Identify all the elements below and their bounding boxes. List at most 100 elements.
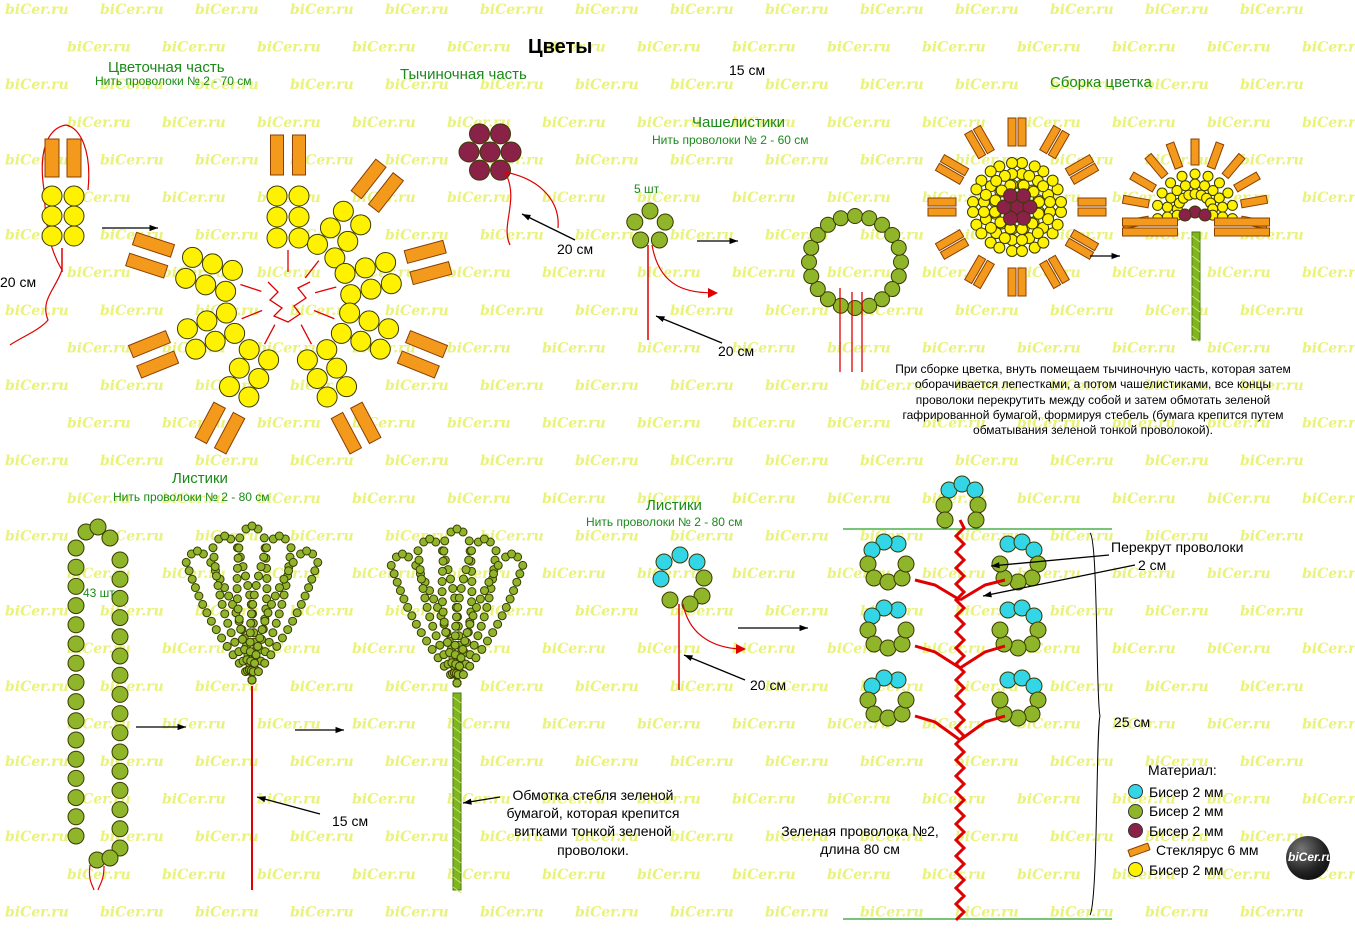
green-bead — [456, 584, 466, 593]
watermark-text: biCer.ru — [5, 453, 69, 469]
green-bead — [101, 529, 119, 547]
green-bead — [67, 808, 85, 826]
cyan-bead — [1025, 677, 1043, 695]
watermark-text: biCer.ru — [257, 716, 321, 732]
bugle-body — [1214, 217, 1270, 227]
watermark-text: biCer.ru — [922, 716, 986, 732]
watermark-text: biCer.ru — [1207, 340, 1271, 356]
watermark-text: biCer.ru — [827, 340, 891, 356]
green-bead — [67, 731, 85, 749]
yellow-bead — [175, 267, 197, 289]
green-bead — [198, 599, 208, 609]
watermark-text: biCer.ru — [162, 867, 226, 883]
green-bead — [211, 571, 221, 581]
arrow-head — [708, 288, 718, 298]
twist-length: 2 см — [1138, 557, 1167, 573]
watermark-text: biCer.ru — [922, 340, 986, 356]
green-bead — [292, 608, 302, 618]
stem-wrap — [452, 776, 462, 784]
watermark-text: biCer.ru — [765, 528, 829, 544]
green-bead — [884, 281, 901, 298]
watermark-text: biCer.ru — [1302, 40, 1355, 56]
yellow-bead — [324, 247, 346, 269]
watermark-text: biCer.ru — [575, 77, 639, 93]
leaves2-wire-note: Нить проволоки № 2 - 80 см — [586, 515, 743, 529]
leaf-wire — [88, 864, 95, 891]
yellow-bead — [1044, 196, 1056, 208]
petal-wire — [65, 124, 90, 191]
yellow-bead — [967, 206, 979, 218]
green-bead — [466, 546, 476, 556]
green-bead — [509, 586, 519, 596]
green-bead — [386, 560, 396, 570]
green-bead — [479, 534, 489, 544]
green-bead — [247, 609, 257, 619]
purple-bead — [490, 159, 511, 181]
bugle-body — [1122, 227, 1178, 237]
green-bead — [455, 661, 465, 671]
leaves2-wire-length: 20 см — [750, 677, 787, 693]
green-bead — [460, 636, 470, 646]
watermark-text: biCer.ru — [542, 40, 606, 56]
watermark-text: biCer.ru — [1207, 491, 1271, 507]
green-bead — [407, 611, 417, 621]
green-bead — [801, 254, 817, 270]
watermark-text: biCer.ru — [1240, 904, 1304, 920]
green-bead — [450, 640, 460, 650]
watermark-text: biCer.ru — [1145, 2, 1209, 18]
green-bead — [819, 216, 836, 233]
green-bead — [300, 591, 310, 601]
stem-wrap — [1191, 245, 1201, 253]
bugle-body — [927, 207, 957, 217]
green-bead — [681, 595, 699, 613]
watermark-text: biCer.ru — [922, 115, 986, 131]
green-bead — [471, 653, 481, 663]
watermark-text: biCer.ru — [637, 792, 701, 808]
watermark-text: biCer.ru — [1050, 378, 1114, 394]
green-bead — [803, 239, 820, 256]
green-bead — [415, 565, 425, 575]
cyan-bead — [999, 601, 1017, 619]
watermark-text: biCer.ru — [670, 152, 734, 168]
legend-item-label: Стеклярус 6 мм — [1156, 842, 1259, 859]
yellow-bead — [979, 188, 992, 201]
purple-bead — [1003, 188, 1018, 204]
green-bead — [272, 641, 282, 651]
bugle-bead — [136, 350, 180, 379]
watermark-text: biCer.ru — [765, 453, 829, 469]
stem-wrap — [452, 836, 462, 844]
watermark-text: biCer.ru — [257, 115, 321, 131]
green-bead — [296, 599, 306, 609]
assembly-instructions: При сборке цветка, внуть помещаем тычино… — [895, 362, 1291, 438]
green-bead — [223, 618, 233, 628]
yellow-bead — [316, 339, 338, 361]
cyan-bead — [863, 607, 881, 625]
watermark-text: biCer.ru — [575, 378, 639, 394]
assembly-section-title: Сборка цветка — [1050, 74, 1152, 91]
branch-total-length: 25 см — [1114, 714, 1151, 730]
watermark-text: biCer.ru — [1207, 40, 1271, 56]
yellow-bead — [1016, 245, 1028, 257]
yellow-bead — [185, 338, 207, 360]
watermark-text: biCer.ru — [860, 829, 924, 845]
green-bead — [656, 213, 674, 231]
sepals-wire-note: Нить проволоки № 2 - 60 см — [652, 133, 809, 147]
green-bead — [512, 577, 522, 587]
green-bead — [249, 590, 259, 600]
green-bead — [879, 573, 897, 591]
watermark-text: biCer.ru — [670, 829, 734, 845]
watermark-text: biCer.ru — [1207, 115, 1271, 131]
green-bead — [865, 569, 883, 587]
yellow-bead — [378, 318, 400, 340]
legend-item-label: Бисер 2 мм — [1149, 783, 1224, 800]
bugle-bead — [1214, 217, 1270, 227]
green-bead — [861, 210, 878, 227]
yellow-bead — [1226, 199, 1238, 211]
green-bead — [497, 611, 507, 621]
bugle-body — [367, 172, 405, 213]
bugle-bead — [1165, 141, 1184, 170]
green-bead — [307, 574, 317, 584]
stem-wrap — [1191, 305, 1201, 313]
yellow-bead-swatch — [1128, 862, 1143, 878]
yellow-bead — [288, 185, 310, 207]
